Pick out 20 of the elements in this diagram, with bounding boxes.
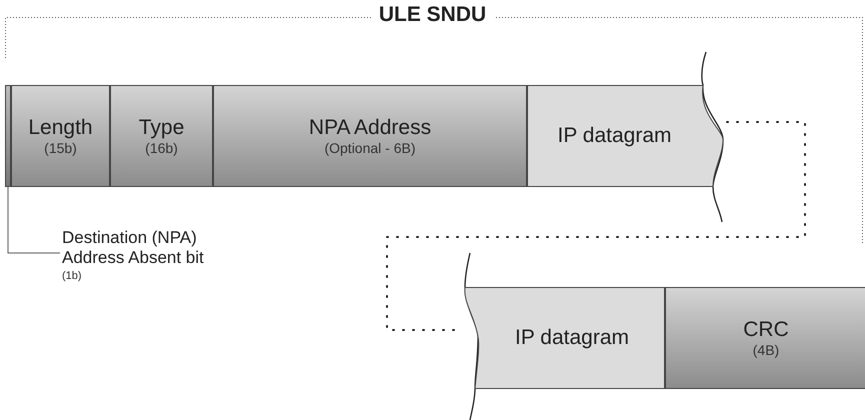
field-name: IP datagram xyxy=(514,326,629,350)
header-field xyxy=(665,287,865,389)
field-name: NPA Address xyxy=(308,116,432,140)
leader-line xyxy=(8,186,60,254)
header-field xyxy=(110,85,213,187)
header-field xyxy=(213,85,527,187)
field-name: IP datagram xyxy=(557,124,672,148)
field-size: (Optional - 6B) xyxy=(324,140,416,156)
field-size: (16b) xyxy=(145,140,178,156)
annotation-label: Destination (NPA) Address Absent bit xyxy=(62,228,205,268)
field-name: Length xyxy=(28,116,93,140)
field-size: (15b) xyxy=(44,140,77,156)
field-name: Type xyxy=(138,116,184,140)
field-size: (1b) xyxy=(62,269,82,284)
dotted-connector xyxy=(386,121,806,331)
field-name: CRC xyxy=(743,318,789,342)
header-field xyxy=(11,85,110,187)
field-size: (4B) xyxy=(752,342,780,358)
payload-field xyxy=(527,85,724,187)
flag-bit-bar xyxy=(5,85,11,187)
